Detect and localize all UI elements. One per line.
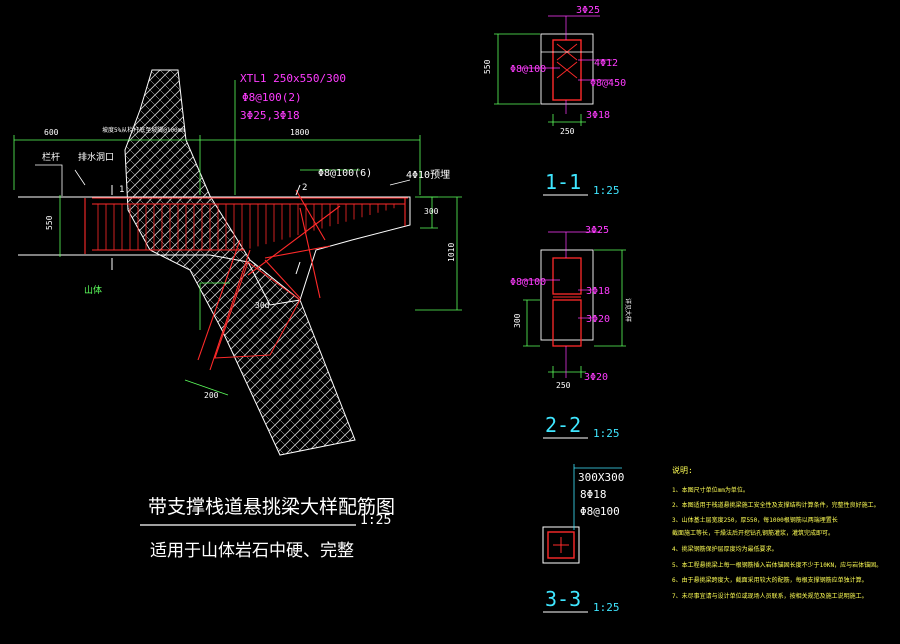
section-3-3: 300X300 8Φ18 Φ8@100 3-3 1:25	[542, 464, 624, 614]
beam-stirrups	[97, 204, 395, 250]
leader-lines	[35, 164, 411, 196]
s1-height: 550	[483, 59, 492, 74]
bars-label: 3Φ25,3Φ18	[240, 109, 300, 122]
note-item: 5、本工程悬挑梁上每一根钢筋插入岩体锚固长度不少于10KN，应与岩体锚固。	[672, 561, 882, 569]
s2-mid2: 3Φ20	[586, 314, 610, 325]
notes-heading: 说明:	[672, 465, 693, 475]
s2-height: 300	[513, 313, 522, 328]
rock-mass	[124, 69, 356, 456]
note-item: 7、未尽事宜请与设计单位或现场人员联系，按相关规范及施工说明施工。	[672, 592, 868, 600]
section-mark-1: 1	[119, 185, 124, 195]
s2-top-bars: 3Φ25	[585, 225, 609, 236]
notes-block: 说明: 1、本图尺寸单位mm为单位。 2、本图适用于栈道悬挑梁施工安全性及支撑结…	[672, 465, 882, 600]
note-item: 4、挑梁钢筋保护层厚度均为最低要求。	[672, 545, 778, 553]
note-item: 3、山体基土层宽度250，厚550，每1000根钢筋以两端埋置长	[672, 516, 838, 524]
dim-550: 550	[45, 215, 54, 230]
drawing-title-scale: 1:25	[360, 513, 391, 528]
anchor-label: 4Φ10预埋	[406, 169, 450, 181]
drawing-subtitle: 适用于山体岩石中硬、完整	[150, 541, 354, 561]
s3-size: 300X300	[578, 471, 624, 484]
railing-label: 栏杆	[42, 151, 60, 163]
section-cut-marks	[111, 184, 301, 275]
dim-200: 200	[204, 391, 219, 400]
drawing-title-block: 带支撑栈道悬挑梁大样配筋图 1:25 适用于山体岩石中硬、完整	[140, 496, 395, 561]
mountain-label: 山体	[84, 284, 102, 296]
s2-stirrup: Φ8@100	[510, 277, 546, 288]
s2-label: 2-2	[545, 413, 581, 437]
s2-width: 250	[556, 381, 571, 390]
beam-label: XTL1 250x550/300	[240, 72, 346, 85]
s1-scale: 1:25	[593, 184, 620, 197]
drawing-title: 带支撑栈道悬挑梁大样配筋图	[148, 496, 395, 518]
s1-bottom-bars: 3Φ18	[586, 110, 610, 121]
beam-rebar	[84, 189, 408, 371]
note-item: 1、本图尺寸单位mm为单位。	[672, 486, 749, 494]
s2-side-note: 详见大样	[624, 298, 632, 322]
s1-stirrup: Φ8@100	[510, 64, 546, 75]
dim-600: 600	[44, 128, 59, 137]
s3-scale: 1:25	[593, 601, 620, 614]
dimension-lines	[13, 80, 462, 396]
s2-mid1: 3Φ18	[586, 286, 610, 297]
s2-scale: 1:25	[593, 427, 620, 440]
beam-outline	[18, 196, 411, 306]
dim-1010: 1010	[447, 243, 456, 262]
dim-30d: 30d	[255, 301, 270, 310]
s1-label: 1-1	[545, 170, 581, 194]
stirrup-label: Φ8@100(2)	[242, 91, 302, 104]
section-mark-2: 2	[302, 183, 307, 193]
main-detail-view: XTL1 250x550/300 Φ8@100(2) 3Φ25,3Φ18 Φ8@…	[13, 69, 462, 456]
stirrup2-label: Φ8@100(6)	[318, 168, 372, 179]
slope-note: 坡度5%从栏杆底至坡脚@100mm	[102, 126, 185, 134]
note-item: 2、本图适用于栈道悬挑梁施工安全性及支撑结构计算条件，完整性良好施工。	[672, 501, 880, 509]
s1-width: 250	[560, 127, 575, 136]
s1-side2: Φ8@450	[590, 78, 626, 89]
section-2-2: 3Φ25 Φ8@100 3Φ18 3Φ20 3Φ20 300 250 详见大样 …	[510, 225, 632, 440]
s3-label: 3-3	[545, 587, 581, 611]
note-item: 截面施工等长，干燥法后开挖钻孔钢筋灌浆，灌筑完成即可。	[672, 529, 834, 537]
s2-bottom-bars: 3Φ20	[584, 372, 608, 383]
note-item: 6、由于悬挑梁跨度大，截面采用较大的配筋，每根支撑钢筋应单独计算。	[672, 576, 868, 584]
section-1-1: 3Φ25 Φ8@100 4Φ12 Φ8@450 3Φ18 550 250 1-1…	[483, 5, 626, 197]
dim-300: 300	[424, 207, 439, 216]
dim-1800: 1800	[290, 128, 309, 137]
s1-top-bars: 3Φ25	[576, 5, 600, 16]
support-post	[214, 261, 301, 359]
s1-side1: 4Φ12	[594, 58, 618, 69]
s3-stirrup: Φ8@100	[580, 505, 620, 518]
s3-bars: 8Φ18	[580, 488, 607, 501]
drain-label: 排水洞口	[78, 151, 114, 163]
